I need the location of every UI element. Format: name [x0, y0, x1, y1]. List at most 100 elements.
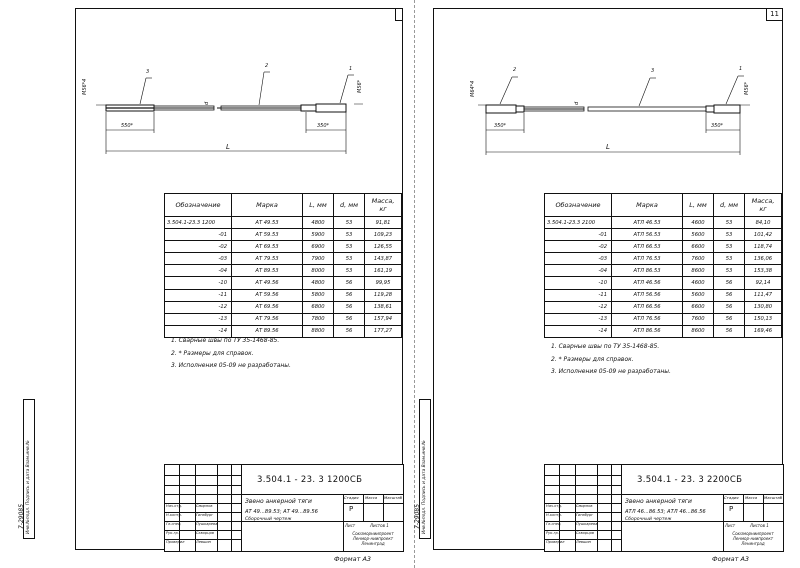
col-designation: Обозначение	[544, 193, 612, 217]
cell-diameter: 56	[333, 313, 365, 326]
cell-diameter: 56	[713, 276, 745, 290]
page-number: 11	[766, 8, 783, 21]
cell-diameter: 53	[333, 228, 365, 242]
dim-total: L	[606, 143, 610, 151]
cell-mark: АТЛ 56.56	[611, 289, 683, 302]
callout-2: 2	[265, 63, 269, 69]
cell-mass: 101,42	[744, 228, 782, 242]
cell-diameter: 56	[713, 313, 745, 326]
cell-mark: АТ 79.53	[231, 252, 303, 266]
cell-length: 5600	[682, 228, 714, 242]
cell-designation: -04	[164, 264, 232, 278]
cell-diameter: 56	[713, 325, 745, 338]
cell-length: 8800	[302, 325, 334, 338]
organization: Союзморниипроект Ленмор-ниипроект Ленинг…	[352, 531, 394, 546]
cell-mark: АТЛ 46.53	[611, 216, 683, 230]
cell-designation: -01	[544, 228, 612, 242]
cell-length: 4800	[302, 276, 334, 290]
name-5: Левшин	[576, 540, 592, 544]
cell-designation: -13	[164, 313, 232, 326]
rod-drawing	[478, 75, 750, 155]
col-diameter: d, мм	[713, 193, 745, 217]
cell-mass: 161,19	[364, 264, 402, 278]
sheet-label: Лист	[345, 523, 356, 528]
format-label: Формат А3	[712, 555, 750, 563]
cell-designation: -11	[544, 289, 612, 302]
notes-block: 1. Сварные швы по ТУ 35-1468-85. 2. * Ра…	[171, 335, 291, 373]
cell-mark: АТ 49.53	[231, 216, 303, 230]
role-5: Проверил	[546, 540, 565, 544]
cell-length: 4600	[682, 276, 714, 290]
side-strip	[23, 399, 35, 539]
role-4: Рук.гр.	[166, 531, 179, 535]
stage-value: Р	[349, 505, 354, 513]
side-text: Инв.№подл. Подпись и дата Взам.инв.№	[422, 440, 427, 534]
cell-diameter: 56	[333, 289, 365, 302]
drawing-subtitle: АТ 49...89.53; АТ 49...89.56	[245, 509, 318, 515]
drawing-subtitle2: Сборочный чертеж	[625, 517, 672, 522]
cell-diameter: 53	[333, 240, 365, 254]
cell-mass: 119,28	[364, 289, 402, 302]
cell-mark: АТЛ 66.53	[611, 240, 683, 254]
cell-diameter: 53	[713, 228, 745, 242]
role-1: Нач.отд.	[546, 504, 563, 508]
cell-length: 7900	[302, 252, 334, 266]
cell-length: 5900	[302, 228, 334, 242]
cell-mass: 130,80	[744, 301, 782, 314]
name-4: Скворцов	[196, 531, 215, 535]
cell-mark: АТЛ 76.53	[611, 252, 683, 266]
format-label: Формат А3	[334, 555, 372, 563]
col-mass: Масса, кг	[744, 193, 782, 217]
cell-length: 6900	[302, 240, 334, 254]
name-4: Скворцов	[576, 531, 595, 535]
name-3: Пушкарева	[196, 522, 218, 526]
dim-left: 350*	[494, 123, 507, 129]
col-scale: Масштаб	[764, 495, 783, 500]
callout-3: 3	[651, 68, 655, 74]
cell-mass: 138,61	[364, 301, 402, 314]
cell-length: 5600	[682, 289, 714, 302]
cell-mass: 111,47	[744, 289, 782, 302]
cell-diameter: 56	[713, 301, 745, 314]
col-mark: Марка	[231, 193, 303, 217]
col-mark: Марка	[611, 193, 683, 217]
name-5: Левшин	[196, 540, 212, 544]
cell-mass: 92,14	[744, 276, 782, 290]
cell-designation: -04	[544, 264, 612, 278]
cell-designation: -13	[544, 313, 612, 326]
cell-mark: АТЛ 86.56	[611, 325, 683, 338]
cell-mass: 84,10	[744, 216, 782, 230]
cell-mark: АТЛ 86.53	[611, 264, 683, 278]
cell-diameter: 53	[333, 252, 365, 266]
cell-designation: 3.504.1-23.3 2100	[544, 216, 612, 230]
cell-mark: АТЛ 66.56	[611, 301, 683, 314]
drawing-subtitle: АТЛ 46...86.53; АТЛ 46...86.56	[625, 509, 706, 515]
col-mass-stamp: Масса	[745, 495, 758, 500]
cell-diameter: 53	[333, 216, 365, 230]
dim-right: 350*	[711, 123, 724, 129]
name-3: Пушкарева	[576, 522, 598, 526]
role-4: Рук.гр.	[546, 531, 559, 535]
cell-diameter: 56	[333, 325, 365, 338]
cell-mark: АТ 79.56	[231, 313, 303, 326]
side-code: 7-29085	[414, 503, 421, 529]
thread-left: М56*4	[82, 78, 88, 95]
cell-diameter: 53	[713, 264, 745, 278]
dim-left: 550*	[121, 123, 134, 129]
spec-table: Обозначение Марка L, мм d, мм Масса, кг …	[544, 193, 782, 338]
name-1: Смирнов	[196, 504, 213, 508]
col-length: L, мм	[302, 193, 334, 217]
cell-diameter: 53	[333, 264, 365, 278]
callout-3: 3	[146, 69, 150, 75]
